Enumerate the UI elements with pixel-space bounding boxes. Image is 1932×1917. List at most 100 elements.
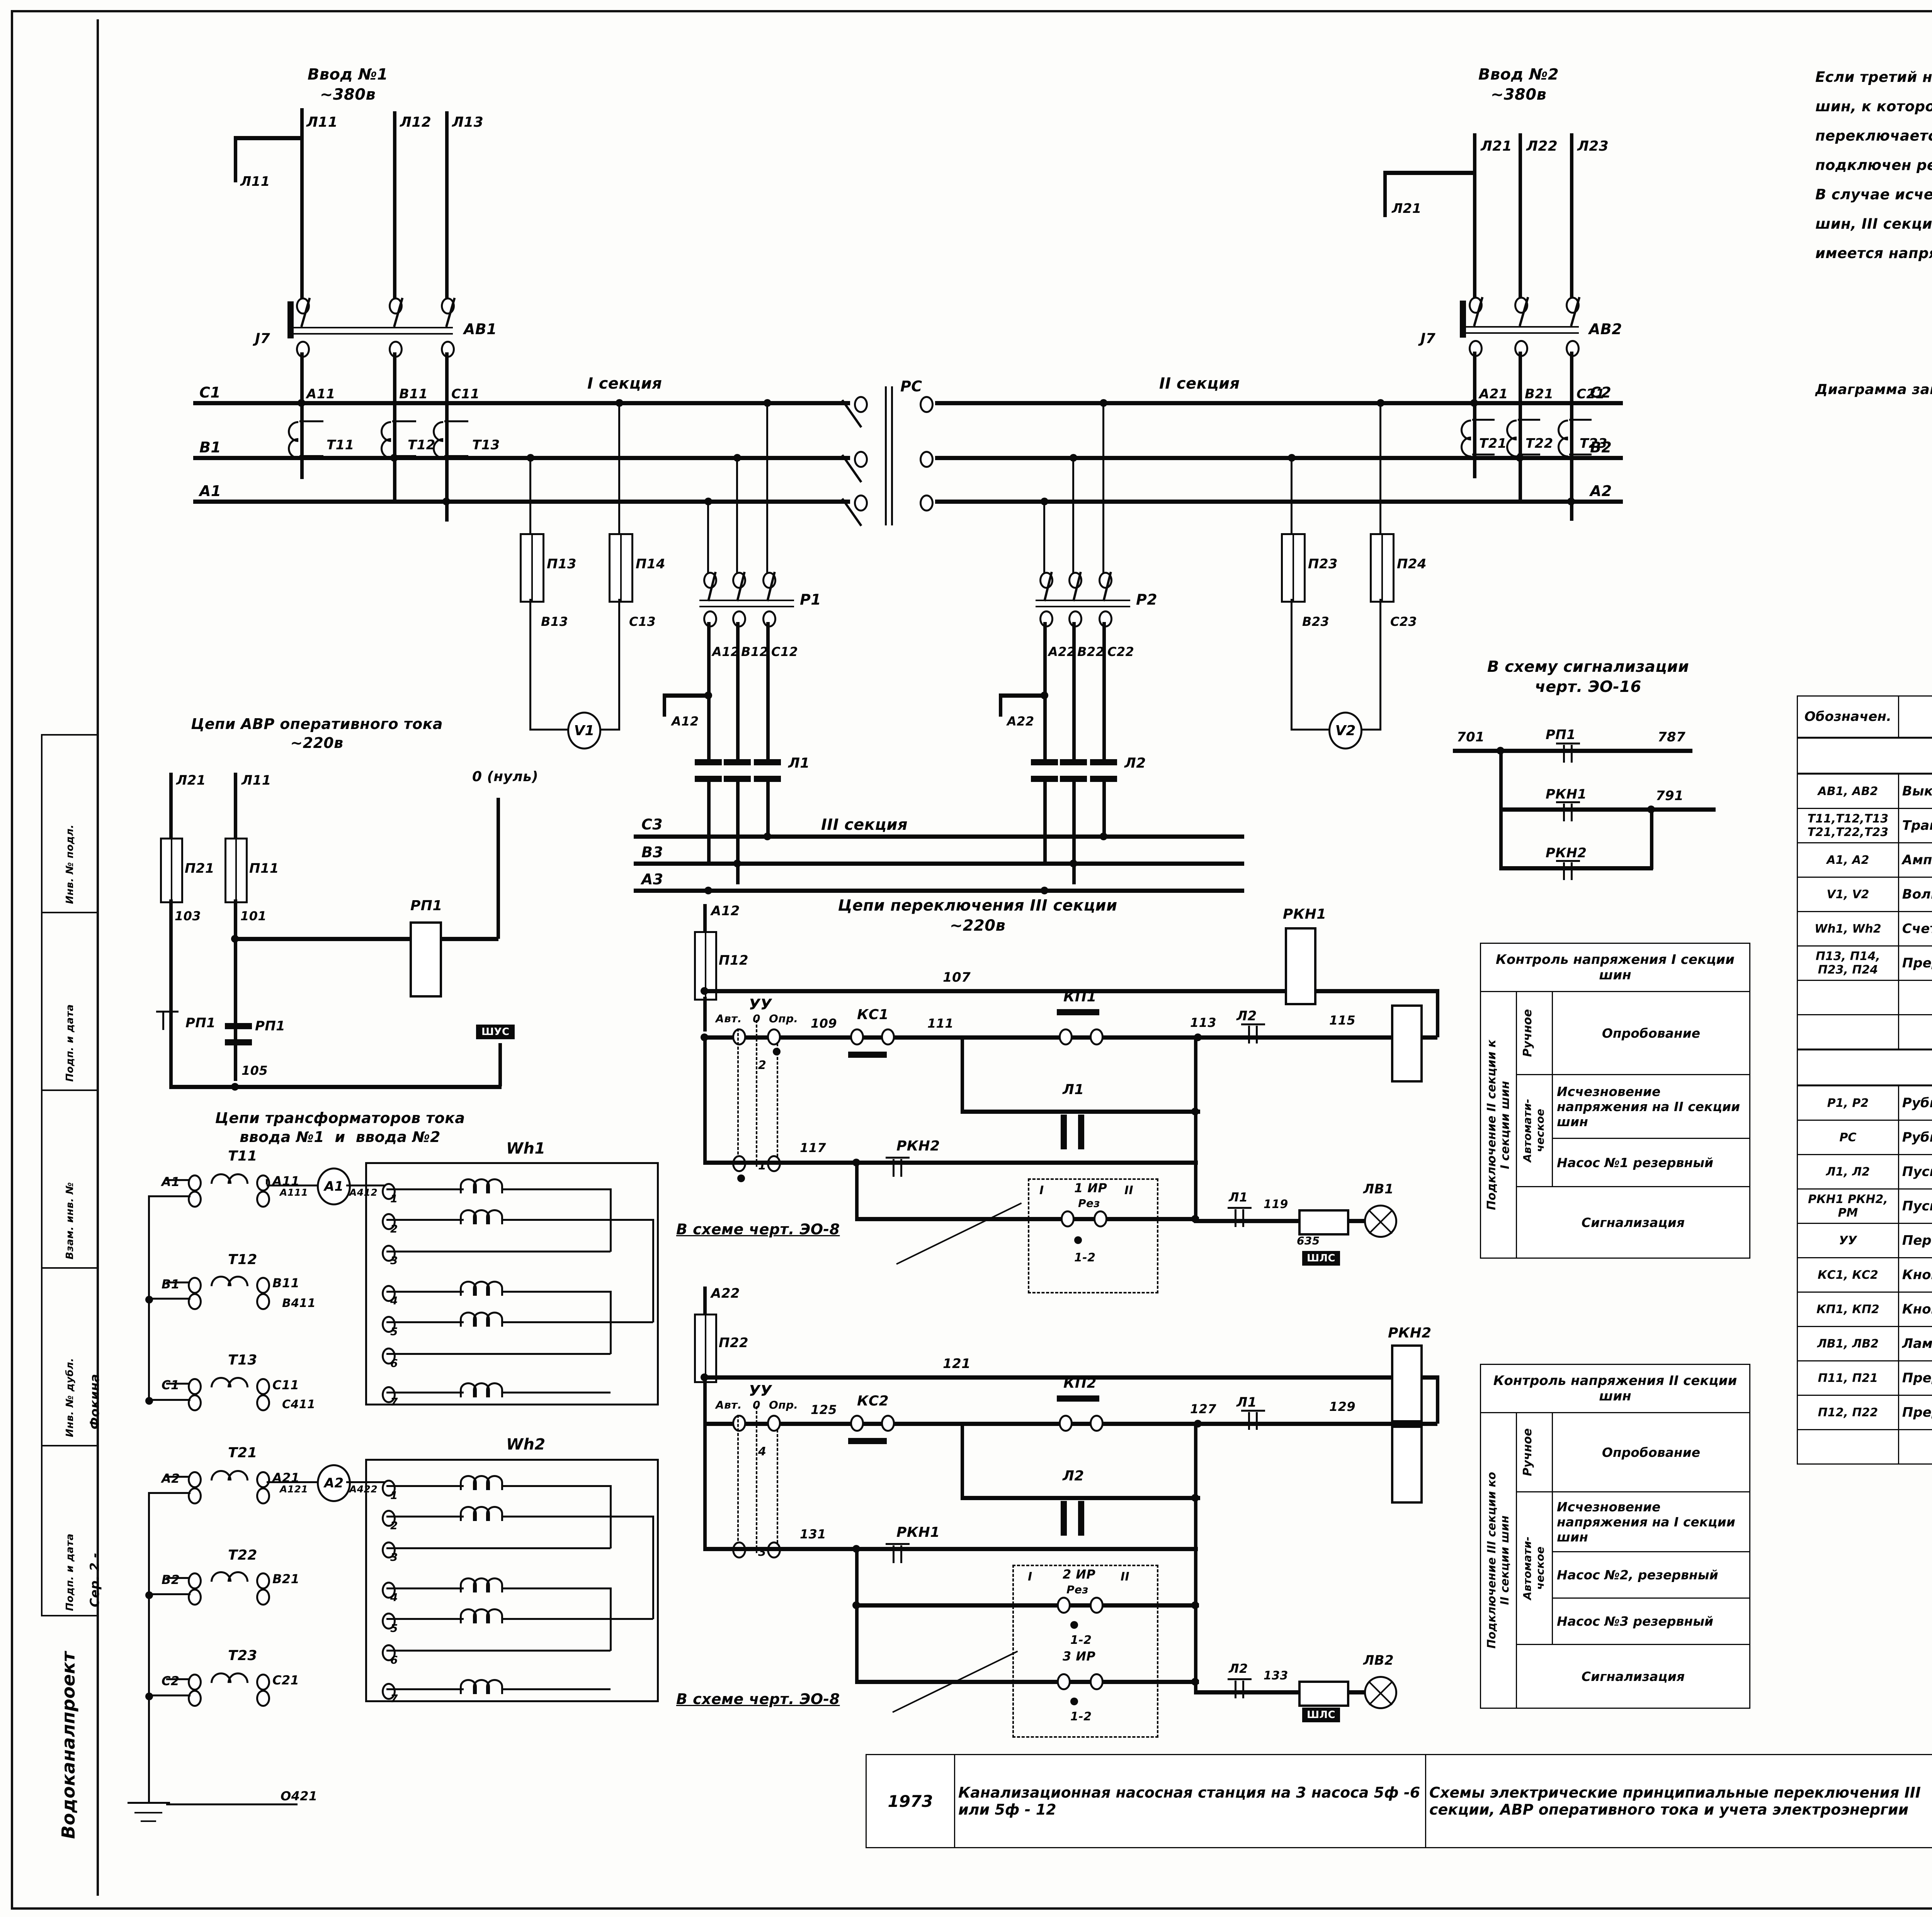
relay-coil-RKN2b — [1391, 1344, 1423, 1422]
v2-lead-l — [1291, 729, 1333, 731]
s3c2-sealin-rail — [961, 1496, 1200, 1500]
s3c2-uy-link1 — [737, 1415, 739, 1550]
cb1-title: Контроль напряжения I секции шин — [1480, 943, 1750, 992]
v1-wire-b13 — [529, 599, 531, 730]
input2-line-1 — [1473, 133, 1476, 303]
ct-g1-t-c4 — [256, 1394, 270, 1411]
contactor-L1-c1b — [695, 776, 722, 782]
avr-drop-left — [169, 1038, 173, 1087]
node — [298, 399, 305, 407]
lead — [166, 1577, 189, 1579]
wh2-term-4 — [382, 1582, 396, 1599]
interlock1-left: I — [1039, 1184, 1044, 1197]
s3c2-rail-121 — [703, 1375, 1437, 1380]
ct-g2-amm-left: А121 — [280, 1484, 308, 1495]
p1-drop-b — [736, 456, 738, 573]
cb1-r2: Исчезновение напряжения на II секции шин — [1552, 1074, 1750, 1139]
p1-out-b — [736, 782, 740, 884]
s3c2-note: В схеме черт. ЭО-8 — [676, 1691, 840, 1708]
contact-L1-sealin-a — [1061, 1115, 1067, 1149]
ct-g1-t-a1 — [188, 1174, 202, 1191]
fuse-label-P12: П12 — [719, 953, 748, 968]
cb2-title: Контроль напряжения II секции шин — [1480, 1364, 1750, 1413]
s3c2-ks2-t1 — [850, 1415, 864, 1432]
input1-phase-1 — [300, 352, 304, 468]
s3c2-relay-RKN2: РКН2 — [1388, 1325, 1432, 1341]
bom-row: Л1, Л2 Пускатель магнитный ПАЕ а, ~220в … — [1797, 1154, 1932, 1190]
switch-label-P2: Р2 — [1136, 591, 1158, 608]
bom-s2r9-name: Предохранитель — [1898, 1395, 1932, 1430]
s3c2-lamp-wire: ШЛС — [1302, 1708, 1340, 1722]
v2-wire-c23 — [1379, 599, 1381, 730]
bom-row: П12, П22 Предохранитель ПРС-6-П Iпл. вст… — [1797, 1395, 1932, 1430]
bus-A3 — [634, 889, 1244, 893]
cb2-mode-manual-txt: Ручное — [1521, 1428, 1534, 1476]
p1-phase-c12 — [766, 622, 770, 763]
p1-drop-c — [766, 401, 768, 573]
cb2-left-rot: Подключение III секции ко II секции шин — [1480, 1412, 1517, 1709]
avr-title: Цепи АВР оперативного тока ~220в — [191, 715, 443, 752]
lamp-label-LV1: ЛВ1 — [1363, 1181, 1394, 1197]
ct-label-T13: Т13 — [472, 437, 500, 453]
s3c1-interlock-drop — [855, 1161, 859, 1219]
node — [1070, 1621, 1078, 1629]
s3c1-uy-t2 — [767, 1028, 781, 1045]
wh1-term-6 — [382, 1348, 396, 1365]
bom-s2r7-name: Лампа сигнальная — [1898, 1326, 1932, 1361]
b — [1898, 1429, 1932, 1465]
s3c2-kp2-t1 — [1059, 1415, 1073, 1432]
s3c2-uy-t2 — [767, 1415, 781, 1432]
bus1-section-label: I секция — [587, 375, 662, 393]
ct-g1-t-b3 — [256, 1277, 270, 1294]
p2-tap-drop — [999, 693, 1002, 717]
lead — [386, 1516, 464, 1518]
s3c1-ks1-label: КС1 — [857, 1007, 889, 1023]
bus-label-B1: В1 — [199, 439, 221, 456]
node — [1041, 498, 1048, 505]
lamp-LV1 — [1364, 1205, 1397, 1238]
input2-phase-label-3: С21 — [1577, 386, 1605, 402]
bus-label-C3: С3 — [641, 816, 663, 833]
s3c1-uy-t1 — [732, 1028, 746, 1045]
input2-breaker-label: АВ2 — [1589, 321, 1622, 338]
margin-label-0: Инв. № подл. — [64, 824, 76, 904]
s3c2-kp2-label: КП2 — [1063, 1375, 1097, 1391]
s3c1-lamp-wire: ШЛС — [1302, 1251, 1340, 1266]
ct-g2-t-c1 — [188, 1674, 202, 1691]
bom-h-0: Обозначен. — [1797, 695, 1899, 738]
ct-g1-in-B1: В1 — [162, 1277, 180, 1292]
contactor-L1-c3a — [754, 759, 781, 765]
control-box-1: Контроль напряжения I секции шин Подключ… — [1480, 943, 1750, 1259]
ct-circuits-title: Цепи трансформаторов тока ввода №1 и вво… — [215, 1110, 465, 1146]
meter-box-Wh1 — [365, 1162, 659, 1405]
bom-s2r5-des: КС1, КС2 — [1797, 1257, 1899, 1293]
ct-g1-t-b2 — [188, 1293, 202, 1310]
ct-g1-out-C11: С11 — [272, 1378, 299, 1392]
contact-RP1-no-a — [225, 1023, 252, 1029]
phase-label-A22: А22 — [1048, 644, 1076, 659]
s3c1-out-fuse: 635 — [1297, 1234, 1320, 1247]
input2-tap-drop — [1383, 171, 1387, 217]
input2-line-3 — [1570, 133, 1573, 301]
ct-g1-t-c1 — [188, 1378, 202, 1395]
s3c1-supply-label: А12 — [711, 903, 740, 919]
wh2-term-7 — [382, 1683, 396, 1700]
s3c1-pos-opr: Опр. — [769, 1012, 798, 1025]
node — [1470, 399, 1478, 407]
bom-r2-name: Амперметр — [1898, 842, 1932, 878]
s3c1-wire-115: 115 — [1329, 1013, 1355, 1028]
margin-rule — [41, 1615, 97, 1616]
bom-s2r4-name: Переключатель универсальный — [1898, 1223, 1932, 1258]
lead — [166, 1383, 189, 1385]
bom-h-1: Наименование — [1898, 695, 1932, 738]
cb2-left-rot-txt: Подключение III секции ко II секции шин — [1485, 1472, 1511, 1649]
title-block: 1973 Канализационная насосная станция на… — [866, 1754, 1932, 1848]
ct-g2-t-b2 — [188, 1589, 202, 1606]
contact-L2-sealin-a — [1061, 1501, 1067, 1536]
ground-2 — [134, 1812, 162, 1813]
s3c2-interlock-drop — [855, 1547, 859, 1682]
lead — [267, 1481, 318, 1483]
s3c1-switch-label: УУ — [749, 996, 772, 1013]
bom-s2r3-name: Пускатель магнитный — [1898, 1188, 1932, 1224]
